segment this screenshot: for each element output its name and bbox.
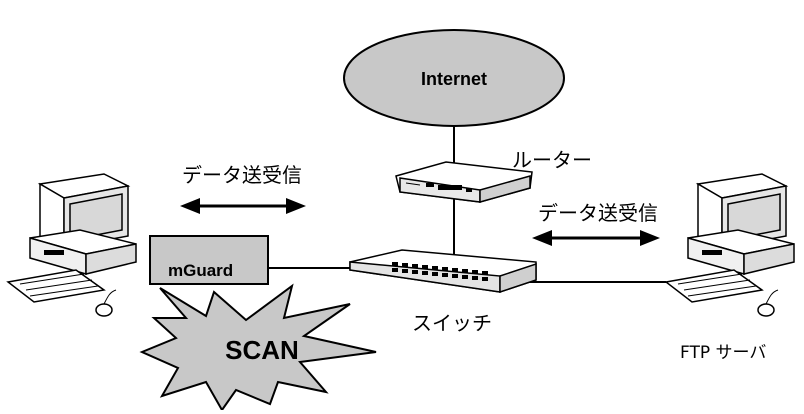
router-icon [395,161,533,203]
connection-lines [268,124,666,283]
switch-label: スイッチ [412,311,492,335]
right-pc-icon [664,173,795,317]
left-transfer-label: データ送受信 [182,163,302,187]
ftp-server-label: FTP サーバ [680,343,766,363]
left-pc-icon [6,173,137,317]
mguard-box [149,235,269,285]
network-switch-icon [349,249,537,294]
left-bidirectional-arrow [180,198,306,214]
internet-label: Internet [421,69,487,89]
right-bidirectional-arrow [532,230,660,246]
mguard-label: mGuard [168,261,233,280]
scan-label: SCAN [225,335,299,365]
router-label: ルーター [512,148,592,172]
right-transfer-label: データ送受信 [538,201,658,225]
scan-starburst [139,283,377,412]
internet-cloud [343,29,565,127]
